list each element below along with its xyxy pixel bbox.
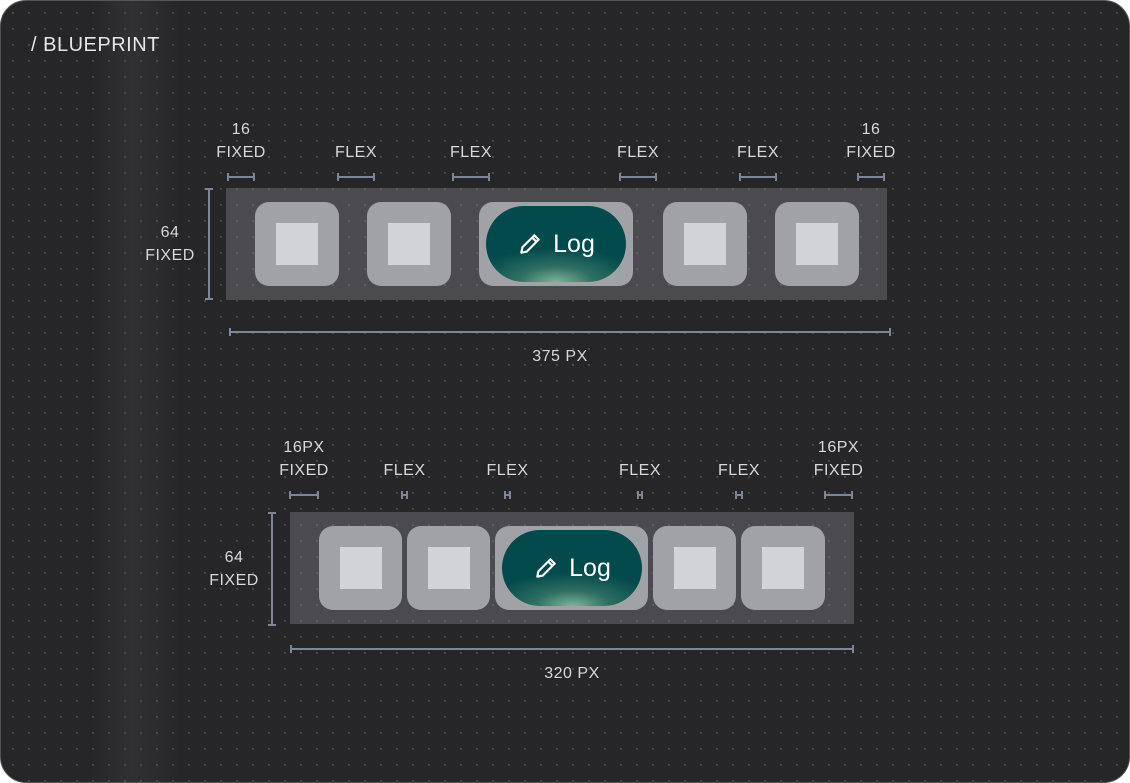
spacing-label: FLEX [335,141,377,164]
spacing-label: FLEX [718,459,760,482]
tab-icon-placeholder [762,547,804,589]
width-label: 375 PX [532,348,588,365]
spacing-bracket [637,491,643,499]
spacing-label-line: FIXED [279,462,329,479]
width-label: 320 PX [544,665,600,682]
tab-icon-placeholder [673,547,716,589]
tab-icon-placeholder [388,223,430,265]
spacing-label-line: FLEX [616,144,660,161]
height-label-line: FIXED [145,247,195,264]
spacing-bracket [452,173,490,181]
spacing-bracket [739,173,777,181]
tab-item[interactable] [653,526,736,610]
spacing-bracket [619,173,657,181]
spacing-label-line: 16PX [817,439,860,456]
tab-item[interactable] [741,526,825,610]
log-button[interactable]: Log [502,530,642,606]
spacing-label-line: FLEX [486,462,529,479]
height-bracket [205,188,213,300]
tab-icon-placeholder [427,547,470,589]
width-line [290,648,854,650]
tab-icon-placeholder [276,223,318,265]
spacing-label-line: FLEX [383,462,426,479]
tab-item[interactable] [775,202,859,286]
spacing-label: FLEX [737,141,779,164]
spacing-label-line: FLEX [334,144,378,161]
tab-item[interactable] [407,526,490,610]
spacing-bracket [824,491,853,499]
spacing-label: FLEX [486,459,528,482]
tab-item[interactable] [255,202,339,286]
tab-item[interactable] [319,526,402,610]
spacing-label: FLEX [617,141,659,164]
spacing-bracket [289,491,319,499]
spacing-bracket [857,173,885,181]
page-title: / BLUEPRINT [31,34,160,56]
height-label-line: FIXED [209,572,259,589]
spacing-label-line: FLEX [736,144,780,161]
tab-icon-placeholder [684,223,726,265]
spacing-label-line: 16PX [283,439,325,456]
spacing-label-line: FIXED [216,144,266,161]
spacing-label: 16PX FIXED [814,436,864,482]
spacing-label-line: FIXED [813,462,864,479]
tab-item[interactable] [663,202,747,286]
spacing-label-line: 16 [231,121,251,138]
spacing-label-line: 16 [861,121,881,138]
spacing-bracket [337,173,375,181]
height-bracket [268,512,276,626]
pencil-icon [533,555,559,581]
spacing-label: FLEX [383,459,425,482]
spacing-label: FLEX [450,141,492,164]
width-line [229,331,891,333]
tab-icon-placeholder [339,547,382,589]
spacing-label: 16PX FIXED [279,436,329,482]
spacing-label-line: FIXED [846,144,896,161]
spacing-bracket [504,491,511,499]
spacing-label: FLEX [619,459,661,482]
tab-item[interactable] [367,202,451,286]
spacing-bracket [401,491,408,499]
log-button-label: Log [569,553,611,582]
pencil-icon [517,231,543,257]
tab-icon-placeholder [796,223,838,265]
spacing-bracket [227,173,255,181]
spacing-label-line: FLEX [618,462,662,479]
log-button-label: Log [553,229,595,258]
log-button[interactable]: Log [486,206,626,282]
height-label-line: 64 [160,224,180,241]
spacing-label-line: FLEX [717,462,761,479]
spacing-label-line: FLEX [449,144,493,161]
spacing-bracket [735,491,743,499]
height-label-line: 64 [224,549,244,566]
